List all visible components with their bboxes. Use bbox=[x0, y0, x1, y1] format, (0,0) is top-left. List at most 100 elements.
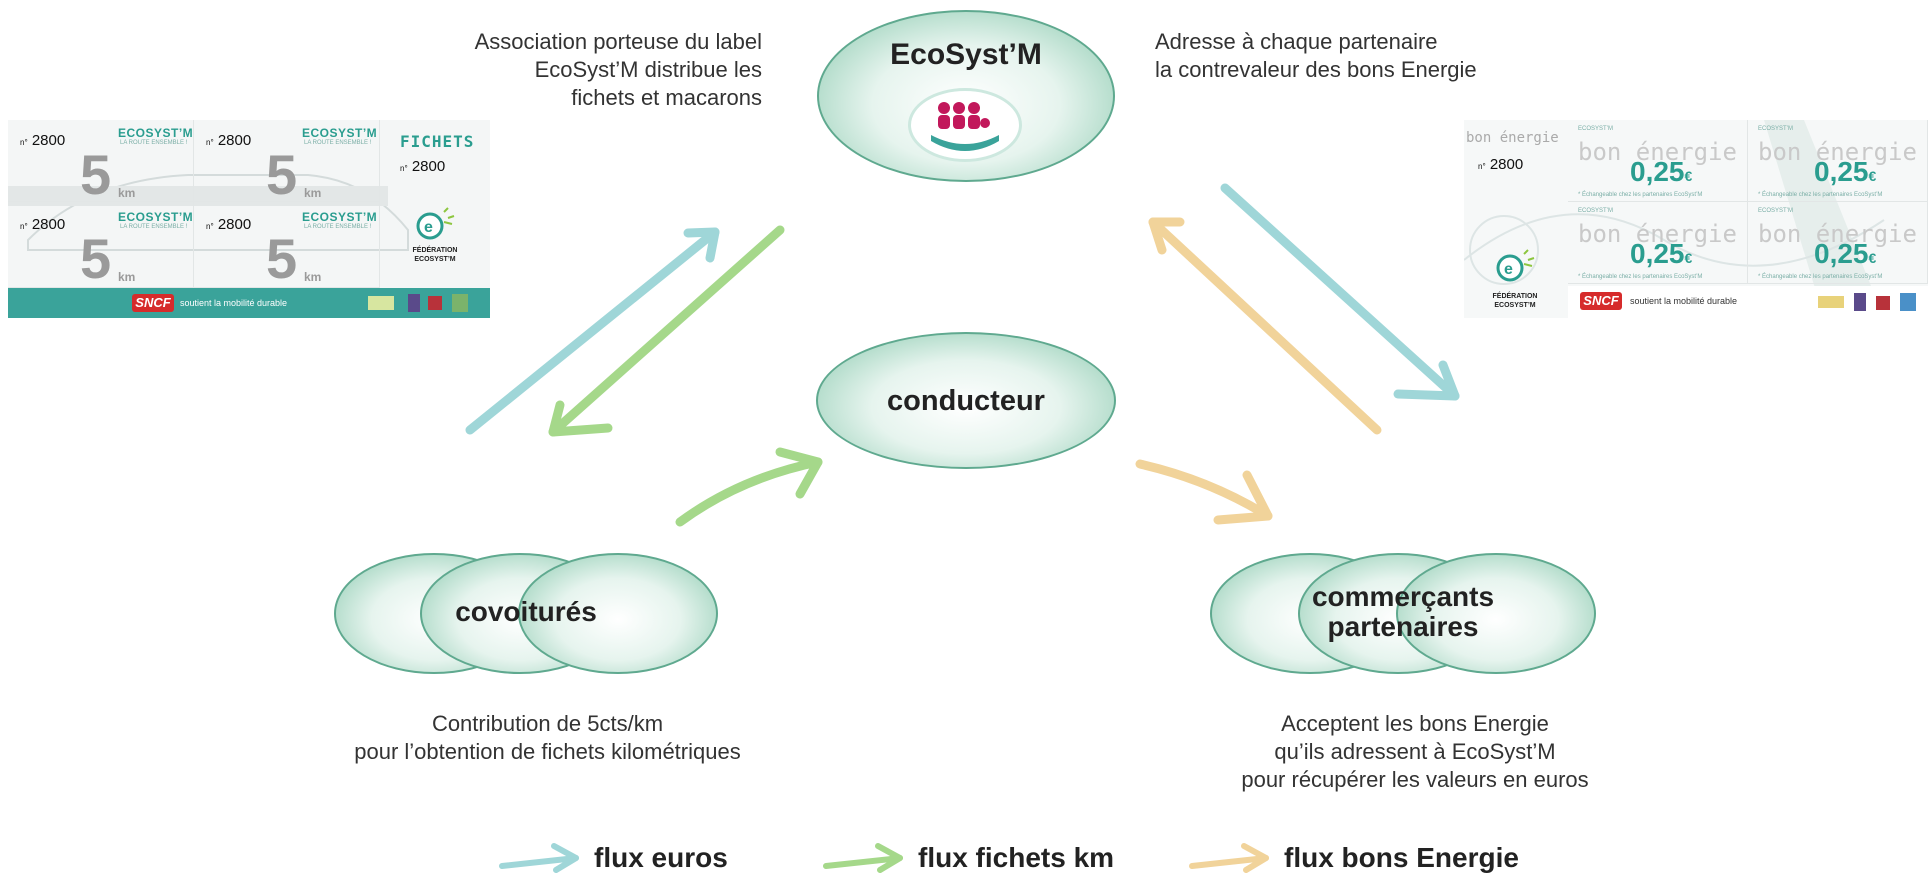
partner-logo bbox=[408, 294, 420, 312]
legend-arrow-bons bbox=[1189, 843, 1269, 873]
fichet-tagline: LA ROUTE ENSEMBLE ! bbox=[120, 140, 188, 146]
arrow-bons-to-ecosystm bbox=[1148, 217, 1382, 435]
partner-logos bbox=[368, 292, 478, 314]
federation-label: FÉDÉRATION ECOSYST’M bbox=[1480, 292, 1550, 310]
fichet-value: 5 bbox=[80, 227, 112, 290]
fichet-value: 5 bbox=[266, 227, 298, 290]
partner-logo bbox=[1900, 293, 1916, 311]
svg-text:e: e bbox=[1504, 261, 1513, 278]
fichet-number-value: 2800 bbox=[31, 132, 66, 149]
bon-brand: ECOSYST’M bbox=[1758, 208, 1794, 214]
legend-arrow-fichets bbox=[823, 843, 903, 873]
bon-number-value: 2800 bbox=[1489, 156, 1524, 173]
fichet-number-value: 2800 bbox=[31, 216, 66, 233]
bon-value: 0,25€ bbox=[1630, 156, 1692, 188]
partner-logo bbox=[428, 296, 442, 310]
fichet-value: 5 bbox=[80, 143, 112, 206]
annotation-line: fichets et macarons bbox=[571, 85, 762, 110]
legend-label-bons: flux bons Energie bbox=[1284, 842, 1519, 873]
legend-label-euros: flux euros bbox=[594, 842, 728, 873]
bon-title: bon énergie bbox=[1466, 130, 1559, 146]
bon-fine-print: * Échangeable chez les partenaires EcoSy… bbox=[1578, 192, 1703, 198]
node-conducteur-label: conducteur bbox=[887, 385, 1045, 417]
node-commercants-label: commerçants partenaires bbox=[1210, 582, 1596, 642]
legend-arrow-euros bbox=[499, 843, 579, 873]
federation-line2: ECOSYST’M bbox=[1494, 302, 1536, 309]
node-commercants-line2: partenaires bbox=[1327, 611, 1479, 642]
fichet-number-prefix: n° bbox=[206, 138, 214, 147]
node-ecosystm-label: EcoSyst’M bbox=[890, 38, 1042, 71]
bon-value-currency: € bbox=[1684, 250, 1693, 266]
fichet-unit: km bbox=[304, 270, 322, 284]
federation-line1: FÉDÉRATION bbox=[1492, 293, 1538, 300]
fichets-title: FICHETS bbox=[400, 132, 475, 151]
bon-fine-print: * Échangeable chez les partenaires EcoSy… bbox=[1578, 274, 1703, 280]
fichet-cell bbox=[194, 202, 380, 288]
fichet-value: 5 bbox=[266, 143, 298, 206]
annotation-covoitures: Contribution de 5cts/km pour l’obtention… bbox=[300, 710, 795, 766]
annotation-line: Acceptent les bons Energie bbox=[1281, 711, 1549, 736]
arrow-fichets-to-covoitures bbox=[548, 225, 785, 437]
bon-value-currency: € bbox=[1868, 168, 1877, 184]
annotation-line: qu’ils adressent à EcoSyst’M bbox=[1274, 739, 1556, 764]
bon-brand: ECOSYST’M bbox=[1578, 126, 1614, 132]
federation-line2: ECOSYST’M bbox=[414, 256, 456, 263]
arrow-bons-to-partenaires bbox=[1135, 459, 1273, 525]
bon-value: 0,25€ bbox=[1814, 238, 1876, 270]
annotation-line: pour récupérer les valeurs en euros bbox=[1241, 767, 1589, 792]
annotation-line: EcoSyst’M distribue les bbox=[534, 57, 762, 82]
bon-value-amount: 0,25 bbox=[1630, 238, 1685, 269]
fichet-cell bbox=[8, 120, 194, 202]
partner-logo bbox=[452, 294, 468, 312]
fichet-number-value: 2800 bbox=[217, 216, 252, 233]
bon-value-currency: € bbox=[1684, 168, 1693, 184]
fichet-cell bbox=[194, 120, 380, 202]
bon-value-amount: 0,25 bbox=[1814, 238, 1869, 269]
fichet-number: n° 2800 bbox=[206, 216, 251, 233]
annotation-line: Association porteuse du label bbox=[474, 29, 762, 54]
fichet-unit: km bbox=[304, 186, 322, 200]
bons-energie-card: bon énergie n° 2800 e FÉDÉRATION ECOSYST… bbox=[1464, 120, 1928, 318]
bon-value: 0,25€ bbox=[1814, 156, 1876, 188]
fichet-number-prefix: n° bbox=[400, 164, 408, 173]
fichet-tagline: LA ROUTE ENSEMBLE ! bbox=[304, 140, 372, 146]
node-conducteur bbox=[816, 332, 1116, 469]
fichet-number: n° 2800 bbox=[400, 158, 445, 175]
partner-logos bbox=[1818, 290, 1924, 314]
node-commercants-line1: commerçants bbox=[1311, 581, 1495, 612]
partner-logo bbox=[1854, 293, 1866, 311]
annotation-commercants: Acceptent les bons Energie qu’ils adress… bbox=[1200, 710, 1630, 794]
fichet-number: n° 2800 bbox=[20, 132, 65, 149]
node-covoitures-ellipse-3 bbox=[518, 553, 718, 674]
partner-logo bbox=[368, 296, 394, 310]
bon-label: bon énergie bbox=[1578, 220, 1737, 248]
fichet-number-prefix: n° bbox=[20, 138, 28, 147]
arrow-euros-to-partenaires bbox=[1220, 183, 1460, 401]
bon-label: bon énergie bbox=[1758, 138, 1917, 166]
node-commercants-ellipse-3 bbox=[1396, 553, 1596, 674]
annotation-line: Adresse à chaque partenaire bbox=[1155, 29, 1438, 54]
bon-value-amount: 0,25 bbox=[1630, 156, 1685, 187]
bon-brand: ECOSYST’M bbox=[1758, 126, 1794, 132]
legend-label-fichets: flux fichets km bbox=[918, 842, 1115, 873]
bon-label: bon énergie bbox=[1758, 220, 1917, 248]
decorative-waves bbox=[1464, 120, 1885, 318]
annotation-line: Contribution de 5cts/km bbox=[431, 711, 664, 736]
fichet-number: n° 2800 bbox=[206, 132, 251, 149]
fichet-brand: ECOSYST’M bbox=[302, 210, 378, 224]
fichets-card: n° 2800 ECOSYST’M LA ROUTE ENSEMBLE ! 5 … bbox=[8, 120, 490, 318]
sncf-logo: SNCF bbox=[1580, 292, 1622, 310]
sncf-logo: SNCF bbox=[132, 294, 174, 312]
partner-logo bbox=[1876, 296, 1890, 310]
annotation-line: la contrevaleur des bons Energie bbox=[1155, 57, 1477, 82]
fichet-number-prefix: n° bbox=[20, 222, 28, 231]
federation-logo-icon: e bbox=[1496, 249, 1535, 282]
federation-label: FÉDÉRATION ECOSYST’M bbox=[400, 246, 470, 264]
annotation-line: pour l’obtention de fichets kilométrique… bbox=[354, 739, 741, 764]
arrow-euros-to-ecosystm bbox=[465, 227, 720, 435]
federation-logo-icon: e bbox=[416, 207, 455, 240]
arrow-fichets-to-conducteur bbox=[675, 447, 823, 527]
bon-brand: ECOSYST’M bbox=[1578, 208, 1614, 214]
partner-logo bbox=[1818, 296, 1844, 308]
fichet-tagline: LA ROUTE ENSEMBLE ! bbox=[120, 224, 188, 230]
